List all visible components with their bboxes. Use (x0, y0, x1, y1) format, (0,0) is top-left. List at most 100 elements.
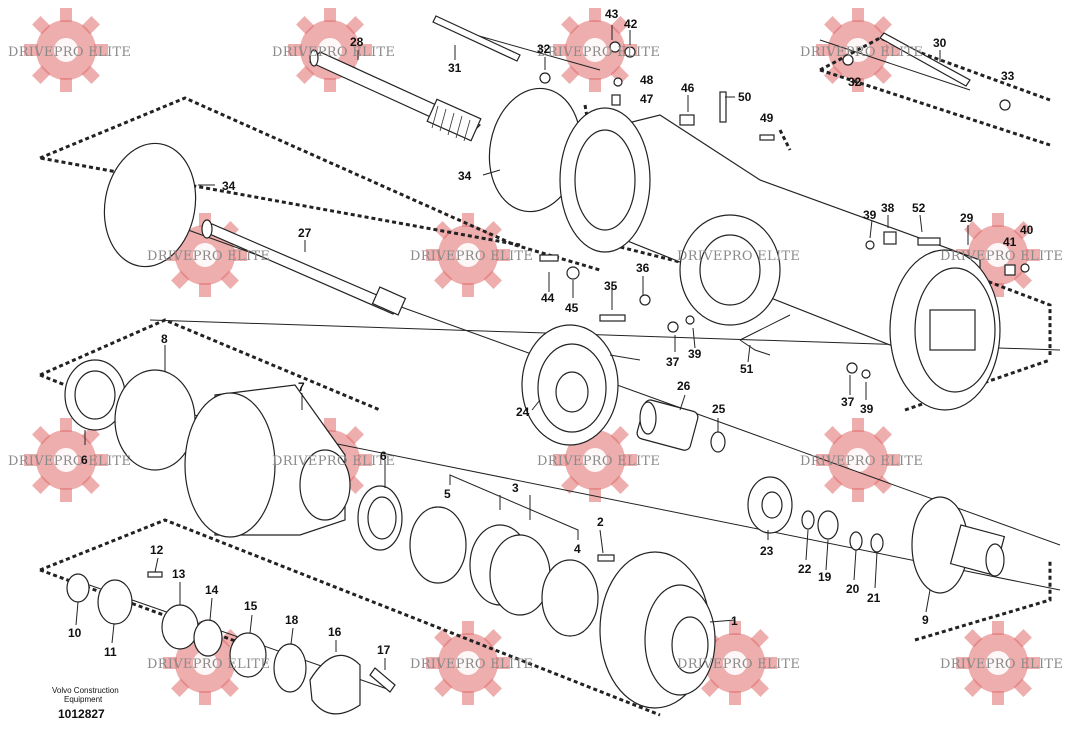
callout-11: 11 (104, 645, 117, 659)
document-number: 1012827 (58, 707, 105, 721)
watermark-text: DRIVEPRO ELITE (272, 454, 395, 469)
callout-39: 39 (688, 347, 702, 361)
axle-housing (559, 107, 1001, 411)
callout-4: 4 (574, 542, 581, 556)
callout-17: 17 (377, 643, 391, 657)
washer-22 (801, 510, 815, 530)
cover-16 (309, 654, 361, 715)
o-ring-18 (273, 643, 307, 693)
fasteners (539, 41, 1030, 562)
spindle-9 (911, 496, 1006, 594)
washer-20 (849, 531, 863, 551)
callout-2: 2 (597, 515, 604, 529)
callout-labels: 28 31 32 43 42 48 47 46 50 49 30 32 33 3… (68, 7, 1034, 659)
watermark-text: DRIVEPRO ELITE (272, 45, 395, 60)
sun-gear-26 (636, 399, 726, 453)
watermark-text: DRIVEPRO ELITE (800, 454, 923, 469)
seal-6-left (64, 359, 126, 431)
manufacturer-line-1: Volvo Construction (52, 686, 119, 695)
watermark-text: DRIVEPRO ELITE (410, 657, 533, 672)
callout-34: 34 (458, 169, 472, 183)
callout-19: 19 (818, 570, 832, 584)
callout-49: 49 (760, 111, 774, 125)
callout-26: 26 (677, 379, 691, 393)
callout-48: 48 (640, 73, 654, 87)
callout-43: 43 (605, 7, 619, 21)
washer-10 (66, 573, 90, 603)
callout-41: 41 (1003, 235, 1017, 249)
wheel-hub-1 (599, 551, 716, 709)
callout-47: 47 (640, 92, 654, 106)
callout-6: 6 (380, 449, 387, 463)
watermark-text: DRIVEPRO ELITE (147, 249, 270, 264)
nut-13 (161, 604, 199, 650)
callout-51: 51 (740, 362, 754, 376)
callout-27: 27 (298, 226, 312, 240)
callout-36: 36 (636, 261, 650, 275)
watermark-text: DRIVEPRO ELITE (940, 657, 1063, 672)
callout-22: 22 (798, 562, 812, 576)
callout-34: 34 (222, 179, 236, 193)
callout-46: 46 (681, 81, 695, 95)
callout-5: 5 (444, 487, 451, 501)
callout-14: 14 (205, 583, 219, 597)
callout-44: 44 (541, 291, 555, 305)
shim-11 (97, 579, 133, 625)
o-ring-34-left (103, 142, 197, 268)
callout-37: 37 (666, 355, 680, 369)
rod-30 (879, 32, 971, 87)
callout-18: 18 (285, 613, 299, 627)
callout-29: 29 (960, 211, 974, 225)
key-12 (147, 571, 163, 578)
hub-nut-assembly (66, 571, 396, 715)
callout-38: 38 (881, 201, 895, 215)
washer-14 (193, 619, 223, 657)
callout-30: 30 (933, 36, 947, 50)
callout-9: 9 (922, 613, 929, 627)
callout-52: 52 (912, 201, 926, 215)
callout-39: 39 (863, 208, 877, 222)
watermark-text: DRIVEPRO ELITE (677, 657, 800, 672)
callout-35: 35 (604, 279, 618, 293)
planet-gear-23 (747, 476, 793, 534)
callout-33: 33 (1001, 69, 1015, 83)
seal-rings (409, 506, 599, 637)
callout-16: 16 (328, 625, 342, 639)
watermark-text: DRIVEPRO ELITE (8, 454, 131, 469)
callout-21: 21 (867, 591, 881, 605)
manufacturer-line-2: Equipment (64, 695, 103, 704)
callout-8: 8 (161, 332, 168, 346)
callout-15: 15 (244, 599, 258, 613)
callout-31: 31 (448, 61, 462, 75)
shaft-27 (201, 219, 407, 316)
callout-25: 25 (712, 402, 726, 416)
bearing-6-right (357, 485, 403, 551)
callout-50: 50 (738, 90, 752, 104)
ring-gear-7 (184, 384, 351, 538)
figure-caption: Volvo Construction Equipment 1012827 (52, 686, 119, 721)
callout-13: 13 (172, 567, 186, 581)
watermark-texts: DRIVEPRO ELITE DRIVEPRO ELITE DRIVEPRO E… (8, 45, 1063, 672)
watermark-text: DRIVEPRO ELITE (8, 45, 131, 60)
watermark-text: DRIVEPRO ELITE (537, 45, 660, 60)
callout-1: 1 (731, 614, 738, 628)
nut-15 (229, 632, 267, 678)
callout-10: 10 (68, 626, 82, 640)
planet-carrier-24 (521, 324, 641, 446)
callout-7: 7 (298, 380, 305, 394)
watermark-text: DRIVEPRO ELITE (147, 657, 270, 672)
callout-40: 40 (1020, 223, 1034, 237)
rod-31 (432, 15, 521, 62)
callout-12: 12 (150, 543, 164, 557)
callout-28: 28 (350, 35, 364, 49)
gear-19 (817, 510, 839, 540)
shaft-28 (308, 49, 482, 142)
callout-20: 20 (846, 582, 860, 596)
watermark-text: DRIVEPRO ELITE (940, 249, 1063, 264)
watermark-text: DRIVEPRO ELITE (677, 249, 800, 264)
drive-shafts (201, 15, 971, 316)
callout-39: 39 (860, 402, 874, 416)
watermark-text: DRIVEPRO ELITE (410, 249, 533, 264)
callout-23: 23 (760, 544, 774, 558)
